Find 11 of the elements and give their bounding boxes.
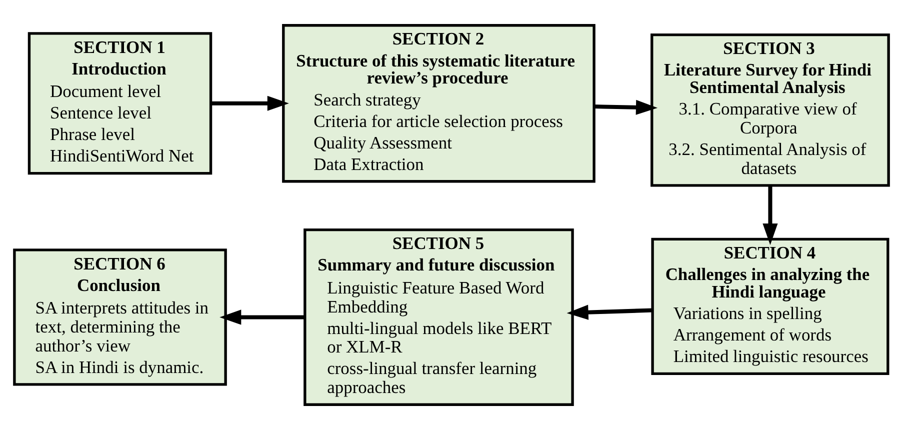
node-box: SECTION 6 Conclusion SA interprets attitudes in text, determining the author’s view SA in Hindi is dynamic. <box>13 248 227 386</box>
node-box: SECTION 4 Challenges in analyzing the Hindi language Variations in spelling Arrangement of words Limited linguistic resources <box>651 238 890 376</box>
arrow <box>762 186 778 246</box>
arrow <box>220 310 304 325</box>
node-box: SECTION 1 Introduction Document level Sentence level Phrase level HindiSentiWord Net <box>28 32 212 175</box>
arrow <box>594 100 658 115</box>
node-box: SECTION 5 Summary and future discussion Linguistic Feature Based Word Embedding multi-lingual models like BERT or XLM-R cross-lingual transfer learning approaches <box>304 228 574 406</box>
arrow <box>211 96 289 111</box>
node-box: SECTION 2 Structure of this systematic literature review’s procedure Search strategy Criteria for article selection process Quality Assessment Data Extraction <box>282 24 596 183</box>
arrow <box>566 304 653 320</box>
node-box: SECTION 3 Literature Survey for Hindi Sentimental Analysis 3.1. Comparative view of Corpora 3.2. Sentimental Analysis of datasets <box>650 33 890 187</box>
